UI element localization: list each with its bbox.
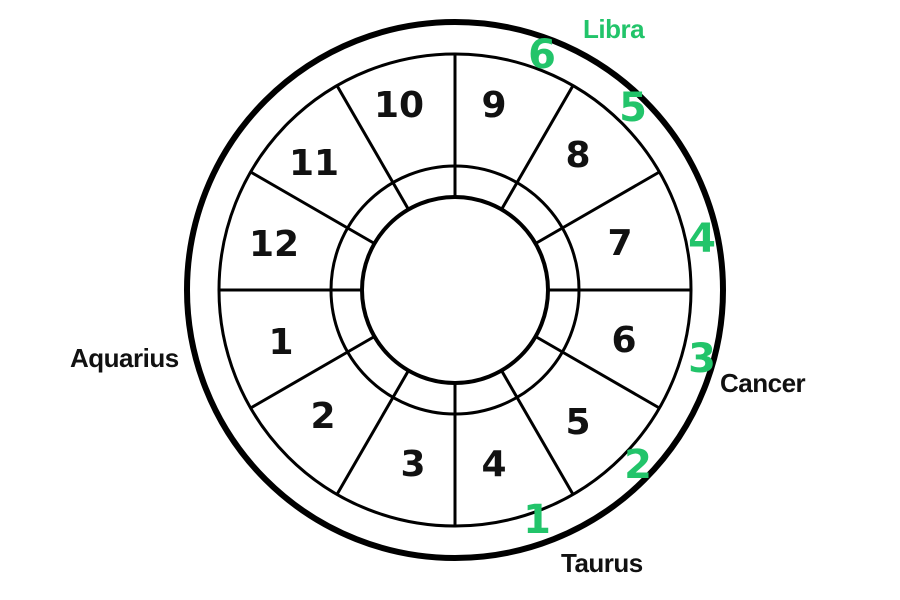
house-label-3: 3	[400, 444, 425, 485]
house-divider	[249, 350, 349, 410]
house-dividers	[219, 54, 691, 526]
house-ring-inner	[329, 164, 581, 416]
house-label-8: 8	[565, 135, 590, 176]
house-divider	[561, 350, 661, 410]
inner-divider-tick	[391, 369, 410, 399]
house-divider	[249, 170, 349, 230]
inner-divider-tick	[534, 226, 564, 245]
outer-ring	[184, 19, 726, 561]
inner-divider-tick	[346, 226, 376, 245]
house-label-4: 4	[481, 444, 506, 485]
sign-label-cancer: Cancer	[720, 368, 806, 398]
house-label-1: 1	[268, 322, 293, 363]
inner-divider-tick	[391, 181, 410, 211]
sign-markers: 1 2 3 4 5 6	[523, 32, 716, 543]
house-label-9: 9	[481, 85, 506, 126]
marker-3: 3	[688, 336, 716, 382]
house-label-12: 12	[249, 224, 299, 265]
house-labels: 1 2 3 4 5 6 7 8 9 10 11 12	[249, 85, 637, 485]
house-label-2: 2	[310, 396, 335, 437]
marker-4: 4	[688, 216, 716, 262]
house-label-5: 5	[565, 402, 590, 443]
inner-divider-tick	[500, 181, 519, 211]
house-label-11: 11	[289, 143, 339, 184]
house-divider	[515, 84, 575, 184]
house-label-7: 7	[607, 223, 632, 264]
sign-label-libra: Libra	[583, 14, 645, 44]
house-divider	[515, 396, 575, 496]
center-ring	[360, 195, 550, 385]
sign-label-aquarius: Aquarius	[70, 343, 179, 373]
marker-6: 6	[528, 32, 556, 78]
house-label-10: 10	[374, 85, 424, 126]
marker-5: 5	[619, 85, 647, 131]
house-divider	[335, 396, 395, 496]
marker-2: 2	[624, 442, 652, 488]
house-label-6: 6	[611, 320, 636, 361]
inner-divider-tick	[500, 369, 519, 399]
house-divider	[561, 170, 661, 230]
sign-label-taurus: Taurus	[561, 548, 643, 578]
inner-divider-tick	[534, 335, 564, 354]
house-divider	[335, 84, 395, 184]
inner-divider-tick	[346, 335, 376, 354]
marker-1: 1	[523, 497, 551, 543]
